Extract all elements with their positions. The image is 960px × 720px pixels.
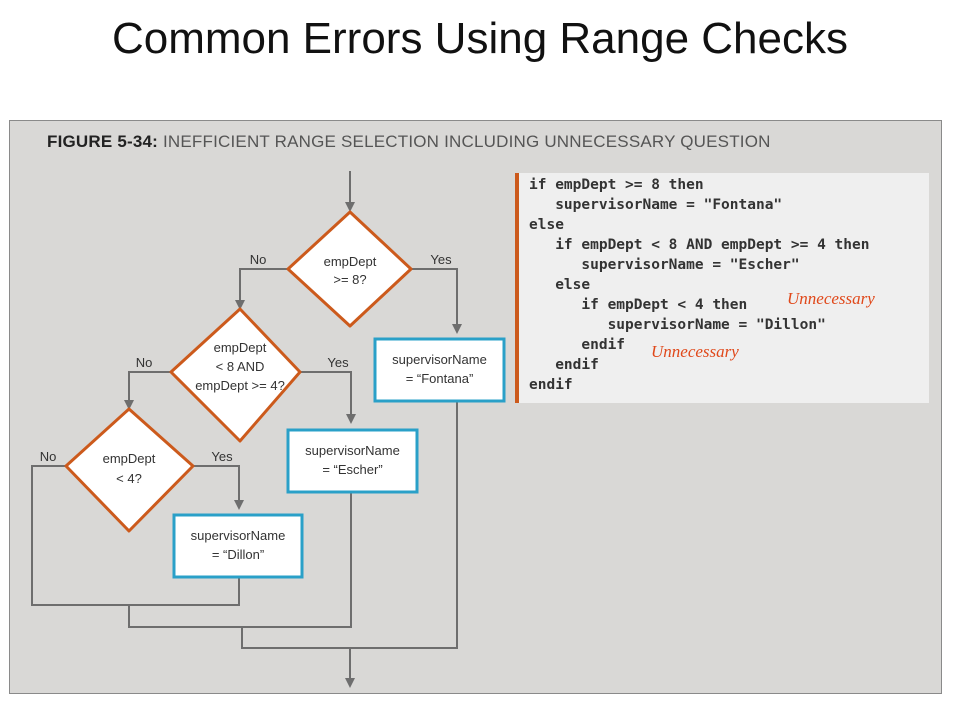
process-fontana-line-1: supervisorName [392,352,487,367]
code-line-6: else [529,277,591,293]
process-box-escher [286,428,419,494]
yes-arrow-1 [411,268,462,334]
code-line-7: if empDept < 4 then [529,297,748,313]
process-box-fontana [373,337,506,403]
decision-2-line-2: < 8 AND [216,359,265,374]
decision-1-line-1: empDept [324,254,377,269]
unnecessary-annotation-1: Unnecessary [787,289,875,308]
process-dillon-line-1: supervisorName [191,528,286,543]
decision-diamond-1 [286,210,413,328]
flow-connectors [31,171,462,688]
process-escher: supervisorName = “Escher” [286,428,419,494]
decision-diamond-2 [169,307,302,443]
process-fontana: supervisorName = “Fontana” [373,337,506,403]
decision-empdept-ge-8: empDept >= 8? No Yes [250,210,452,328]
decision-1-yes-label: Yes [430,252,452,267]
figure-number: FIGURE 5-34: [47,132,159,151]
process-dillon: supervisorName = “Dillon” [172,513,304,579]
decision-2-yes-label: Yes [327,355,349,370]
decision-2-line-1: empDept [214,340,267,355]
process-box-dillon [172,513,304,579]
decision-1-line-2: >= 8? [333,272,366,287]
code-line-10: endif [529,357,599,373]
process-escher-line-1: supervisorName [305,443,400,458]
merge-escher [128,492,352,628]
process-fontana-line-2: = “Fontana” [406,371,474,386]
unnecessary-annotation-2: Unnecessary [651,342,739,361]
pseudocode-box: if empDept >= 8 then supervisorName = "F… [515,173,929,403]
decision-2-no-label: No [136,355,153,370]
process-dillon-line-2: = “Dillon” [212,547,264,562]
decision-1-no-label: No [250,252,267,267]
process-escher-line-2: = “Escher” [322,462,382,477]
yes-arrow-2 [300,371,356,424]
code-line-5: supervisorName = "Escher" [529,257,800,273]
decision-empdept-between-4-and-8: empDept < 8 AND empDept >= 4? No Yes [136,307,349,443]
figure-caption-text: Inefficient range selection including un… [162,132,771,151]
decision-3-line-1: empDept [103,451,156,466]
decision-3-yes-label: Yes [211,449,233,464]
code-line-9: endif [529,337,626,353]
decision-empdept-lt-4: empDept < 4? No Yes [40,407,233,533]
yes-arrow-3 [193,465,244,510]
code-line-8: supervisorName = "Dillon" [529,317,826,333]
code-line-11: endif [529,377,573,393]
decision-diamond-3 [64,407,195,533]
decision-3-no-label: No [40,449,57,464]
code-line-1: if empDept >= 8 then [529,177,704,193]
figure-panel: FIGURE 5-34: Inefficient range selection… [9,120,942,694]
code-line-3: else [529,217,564,233]
no-arrow-1 [235,268,288,310]
no-arrow-2 [124,371,171,410]
decision-3-line-2: < 4? [116,471,142,486]
code-line-2: supervisorName = "Fontana" [529,197,783,213]
slide-title: Common Errors Using Range Checks [111,14,849,63]
code-line-4: if empDept < 8 AND empDept >= 4 then [529,237,870,253]
flowchart: empDept >= 8? No Yes empDept < 8 AND emp… [31,171,506,688]
decision-2-line-3: empDept >= 4? [195,378,285,393]
figure-caption: FIGURE 5-34: Inefficient range selection… [47,132,771,152]
